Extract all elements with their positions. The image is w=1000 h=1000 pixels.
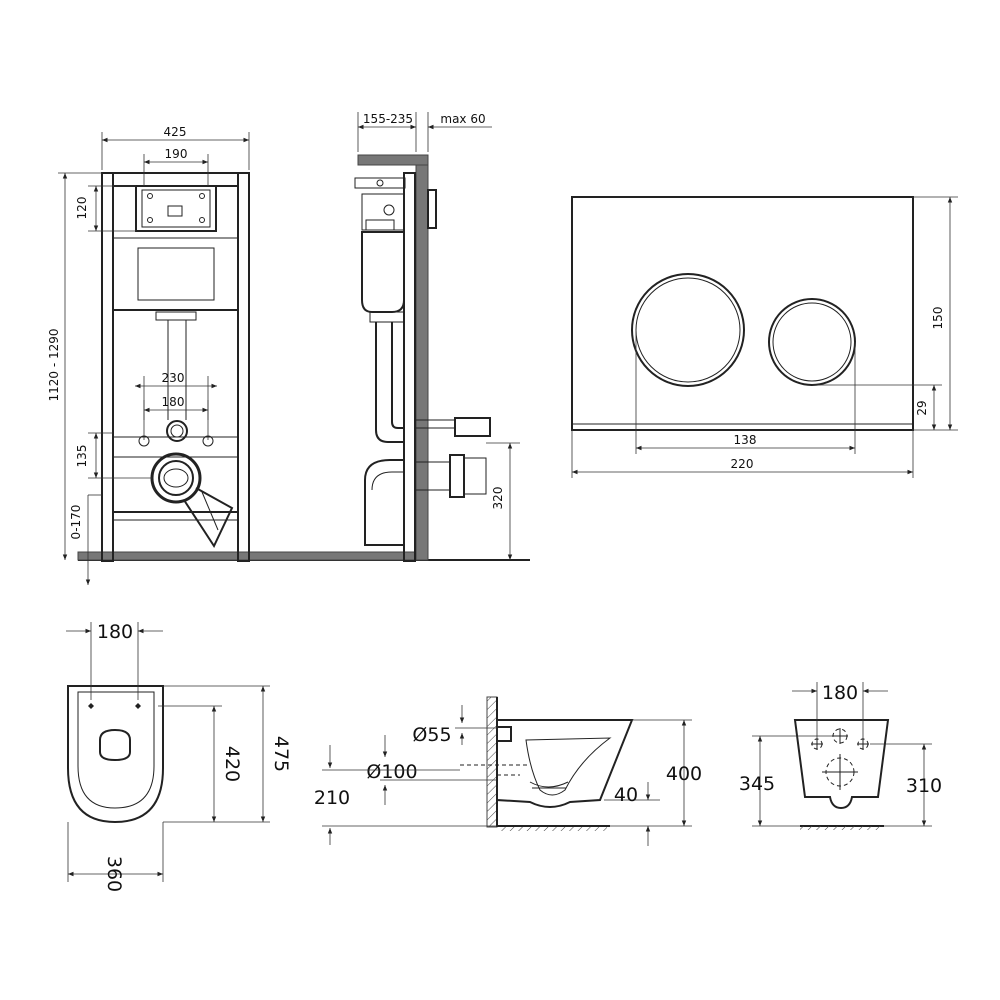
frame-side-view: 155-235 max 60 320 <box>354 112 520 562</box>
bowl-side-view: Ø55 Ø100 210 40 400 <box>314 696 702 846</box>
half-flush-button <box>768 298 856 386</box>
stud-spacing-label: 230 <box>162 371 185 385</box>
flush-plate: 150 29 138 220 <box>571 196 958 478</box>
length-inner-dim: 420 <box>221 746 243 782</box>
back-height-left-dim: 345 <box>739 773 775 795</box>
bowl-width-dim: 360 <box>103 856 125 892</box>
max-wall-label: max 60 <box>440 112 485 126</box>
full-flush-button <box>631 273 745 387</box>
bowl-height-dim: 400 <box>666 763 702 785</box>
button-offset-dim: 29 <box>915 400 929 415</box>
length-total-dim: 475 <box>270 736 292 772</box>
foot-range-label: 0-170 <box>69 505 83 540</box>
back-hole-spacing-dim: 180 <box>822 682 858 704</box>
plate-height-label: 120 <box>75 197 89 220</box>
hole-spacing-dim: 180 <box>97 621 133 643</box>
outlet-height-dim: 210 <box>314 787 350 809</box>
back-height-right-dim: 310 <box>906 775 942 797</box>
frame-front-view: 425 190 120 1120 - 1290 230 180 135 0-17… <box>47 125 530 585</box>
button-span-dim: 138 <box>734 433 757 447</box>
inlet-dia-dim: Ø55 <box>412 724 451 746</box>
bowl-top-view: 180 420 475 360 <box>66 621 292 892</box>
frame-width-label: 425 <box>164 125 187 139</box>
pipe-spacing-label: 180 <box>162 395 185 409</box>
outlet-height-label: 320 <box>491 487 505 510</box>
frame-height-label: 1120 - 1290 <box>47 328 61 401</box>
outlet-offset-label: 135 <box>75 445 89 468</box>
plate-width-label: 190 <box>165 147 188 161</box>
bowl-back-view: 180 345 310 <box>739 682 942 830</box>
depth-range-label: 155-235 <box>363 112 413 126</box>
plate-width-dim: 220 <box>731 457 754 471</box>
plate-height-dim: 150 <box>931 307 945 330</box>
outlet-dia-dim: Ø100 <box>366 761 417 783</box>
bottom-offset-dim: 40 <box>614 784 638 806</box>
